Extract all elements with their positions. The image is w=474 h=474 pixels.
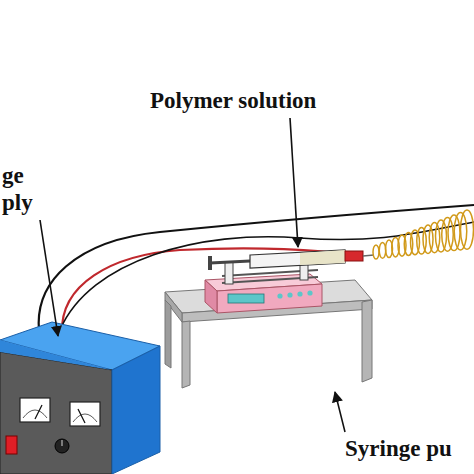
callout-label: ge — [2, 163, 24, 188]
callout-label: ply — [2, 190, 33, 215]
table — [165, 280, 372, 388]
callout-label: Syringe pu — [345, 436, 452, 461]
callout-label: Polymer solution — [150, 88, 316, 113]
fibre-jet — [373, 210, 474, 259]
leader-arrow — [40, 220, 58, 336]
coil-loop — [436, 220, 447, 252]
coil-loop — [461, 210, 474, 249]
coil-loop — [373, 245, 379, 259]
coil-loop — [379, 243, 386, 259]
wire — [60, 222, 474, 330]
ground-wire — [39, 205, 474, 338]
leader-arrow — [335, 392, 345, 432]
power-supply — [0, 322, 160, 474]
leader-arrow — [290, 118, 298, 247]
syringe — [208, 250, 374, 270]
